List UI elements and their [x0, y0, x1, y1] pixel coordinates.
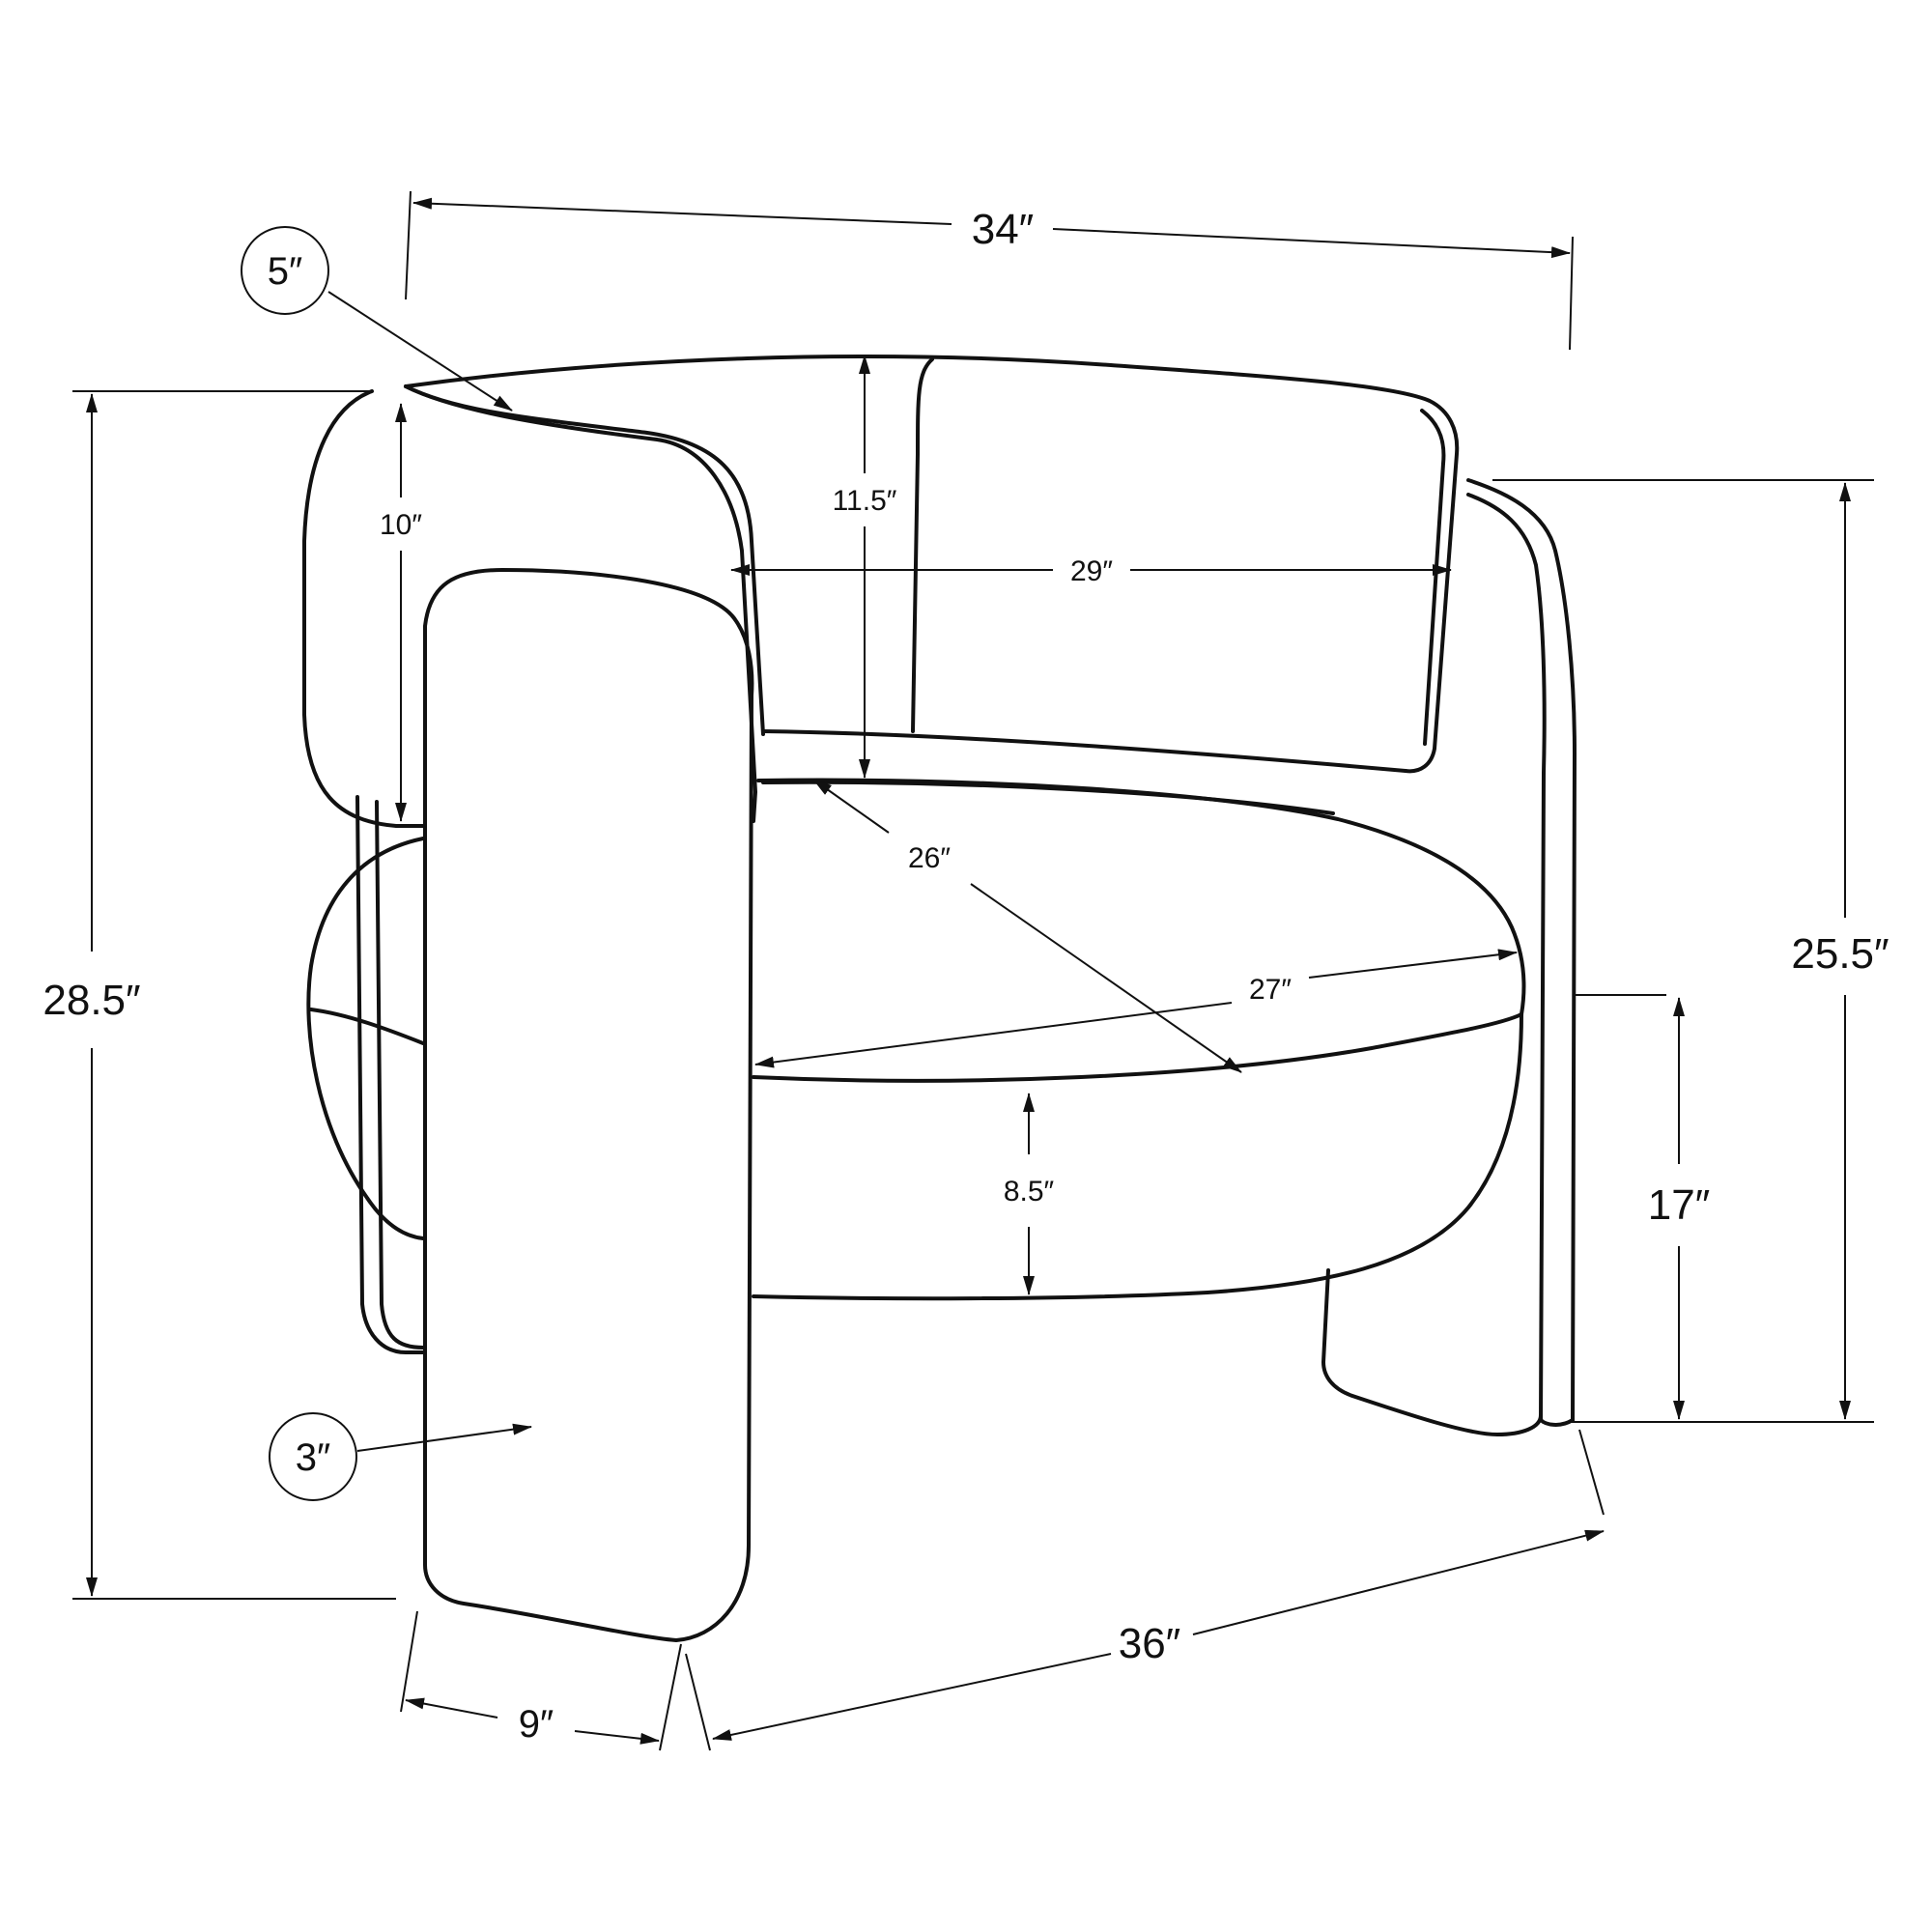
seat-depth-dim-bottom — [970, 883, 1242, 1073]
arm-width-label: 9″ — [519, 1703, 554, 1746]
seat-top-front-edge — [752, 1012, 1523, 1083]
seat-width-label: 27″ — [1249, 974, 1292, 1006]
left-rear-support — [355, 795, 425, 1354]
chair-outline — [302, 355, 1577, 1642]
overall-height-label: 28.5″ — [43, 977, 140, 1024]
dimension-lines — [72, 190, 1874, 1751]
backrest-seam — [911, 357, 934, 733]
left-rear-support-inner — [375, 800, 425, 1350]
seat-depth-dim-top — [812, 779, 890, 834]
arm-thickness-callout-label: 3″ — [296, 1436, 330, 1479]
arm-back-height-label: 10″ — [380, 509, 422, 541]
back-thickness-callout-label: 5″ — [268, 250, 302, 293]
backrest-height-label: 11.5″ — [833, 485, 897, 517]
width-dim-line-right — [1052, 228, 1571, 259]
right-back-side-foot — [1539, 1418, 1575, 1427]
depth-extension-left — [685, 1653, 711, 1751]
front-arm-panel — [423, 568, 754, 1642]
seat-depth-label: 26″ — [908, 842, 951, 874]
left-back-rounded-side — [302, 389, 425, 828]
arm-width-dim-right — [574, 1730, 660, 1745]
backrest-top — [404, 355, 1460, 774]
seat-height-label: 17″ — [1648, 1181, 1711, 1229]
backrest-inner-rim — [1420, 409, 1446, 746]
depth-extension-right — [1578, 1429, 1605, 1516]
left-back-roll-outer — [404, 384, 765, 736]
arm-width-extension-right — [659, 1643, 682, 1751]
back-height-label: 25.5″ — [1791, 930, 1889, 978]
back-thickness-leader — [327, 291, 513, 412]
left-seat-bulge-seam — [309, 1008, 425, 1045]
callout-circle-3 — [269, 1412, 357, 1501]
arm-thickness-leader — [356, 1423, 532, 1452]
right-rear-leg — [1321, 1268, 1543, 1436]
left-seat-bulge — [306, 837, 425, 1240]
callout-back-thickness: 5″ — [241, 226, 329, 315]
backrest-bottom-edge — [761, 729, 1407, 773]
seat-cushion-side — [752, 1012, 1523, 1301]
cushion-thickness-label: 8.5″ — [1004, 1176, 1055, 1208]
depth-dim-right — [1192, 1529, 1605, 1635]
dimension-labels: 34″ 28.5″ 25.5″ 17″ 11.5″ 29″ 10″ 26″ 27… — [43, 206, 1889, 1746]
callout-arm-thickness: 3″ — [269, 1412, 357, 1501]
callout-circle-5 — [241, 226, 329, 315]
width-extension-right — [1569, 236, 1574, 351]
width-extension-left — [405, 190, 412, 300]
arm-width-extension-left — [400, 1610, 418, 1713]
arm-width-dim-left — [405, 1697, 498, 1719]
seat-width-dim-left — [754, 1002, 1233, 1068]
overall-depth-label: 36″ — [1119, 1620, 1181, 1667]
right-back-side-inner — [1466, 493, 1547, 1422]
overall-width-label: 34″ — [972, 206, 1035, 253]
seat-width-dim-right — [1308, 949, 1518, 979]
inner-back-width-label: 29″ — [1070, 555, 1113, 587]
width-dim-line-left — [412, 197, 952, 225]
seat-top-back-edge — [756, 778, 1526, 1016]
right-back-side — [1466, 478, 1577, 1422]
depth-dim-left — [712, 1653, 1112, 1741]
